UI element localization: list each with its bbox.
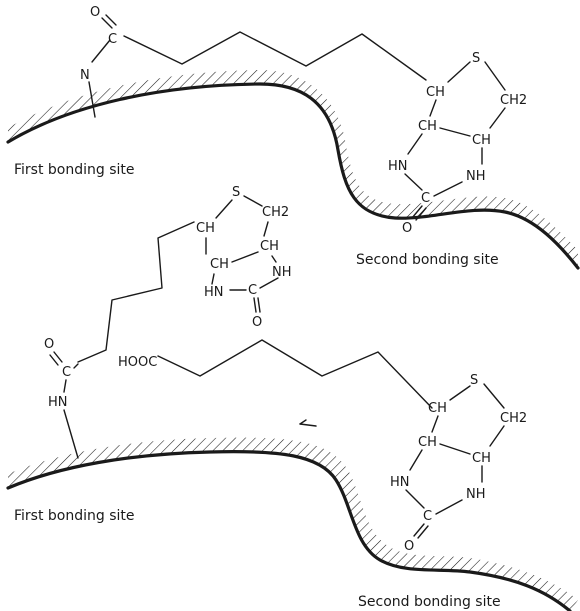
bottom-ring-s: S	[470, 373, 478, 388]
free-ring-hn: HN	[204, 285, 224, 300]
top-amide-c: C	[108, 32, 117, 47]
free-ring-ch-3: CH	[260, 239, 279, 254]
free-ring-s: S	[232, 185, 240, 200]
top-ring-ch-1: CH	[426, 85, 445, 100]
top-amide-n: N	[80, 68, 90, 83]
bottom-panel: CH S CH2 CH CH HN NH C O O	[6, 185, 578, 611]
free-ring-nh: NH	[272, 265, 292, 280]
free-ring-ch2: CH2	[262, 205, 289, 220]
free-pentyl-chain	[77, 221, 195, 363]
bottom-amide-c: C	[62, 365, 71, 380]
bottom-ring-ch-1: CH	[428, 401, 447, 416]
bottom-hooc-chain: HOOC	[118, 339, 433, 409]
top-biotin-ring: CH S CH2 CH CH HN NH C O	[388, 51, 527, 236]
free-urea-o: O	[252, 315, 262, 330]
free-ring-ch-2: CH	[210, 257, 229, 272]
bottom-ring-ch-3: CH	[472, 451, 491, 466]
top-amide-linker: N C O	[80, 5, 427, 118]
top-surface-line	[6, 82, 580, 270]
top-ring-hn: HN	[388, 159, 408, 174]
top-ring-ch2: CH2	[500, 93, 527, 108]
top-ring-ch-2: CH	[418, 119, 437, 134]
bottom-first-site-label: First bonding site	[14, 508, 135, 524]
bottom-urea-c: C	[423, 509, 432, 524]
bottom-pentyl-chain	[157, 339, 433, 409]
top-first-site-label: First bonding site	[14, 162, 135, 178]
top-urea-c: C	[421, 191, 430, 206]
top-urea-o: O	[402, 221, 412, 236]
bottom-ring-ch-2: CH	[418, 435, 437, 450]
bottom-amide-linker: O C HN	[44, 337, 79, 459]
bottom-ring-hn: HN	[390, 475, 410, 490]
free-urea-c: C	[248, 283, 257, 298]
top-second-site-label: Second bonding site	[356, 252, 499, 268]
bottom-ring-ch2: CH2	[500, 411, 527, 426]
bottom-second-site-label: Second bonding site	[358, 594, 501, 610]
top-ring-nh: NH	[466, 169, 486, 184]
bottom-urea-o: O	[404, 539, 414, 554]
bottom-free-biotin-ring: CH S CH2 CH CH HN NH C O	[77, 185, 292, 363]
top-carbonyl-o: O	[90, 5, 100, 20]
top-pentyl-chain	[123, 31, 427, 81]
bottom-biotin-ring: CH S CH2 CH CH HN NH C O	[390, 373, 527, 554]
bottom-ring-nh: NH	[466, 487, 486, 502]
bottom-amide-hn: HN	[48, 395, 68, 410]
bottom-surface-line	[6, 450, 572, 611]
top-ring-ch-3: CH	[472, 133, 491, 148]
exchange-arrow	[299, 423, 317, 427]
bottom-surface-hatching	[8, 437, 578, 611]
top-panel: N C O CH S CH2 CH CH HN NH C	[6, 5, 580, 270]
free-ring-ch-1: CH	[196, 221, 215, 236]
bottom-hooc: HOOC	[118, 355, 157, 370]
top-ring-s: S	[472, 51, 480, 66]
bottom-carbonyl-o: O	[44, 337, 54, 352]
